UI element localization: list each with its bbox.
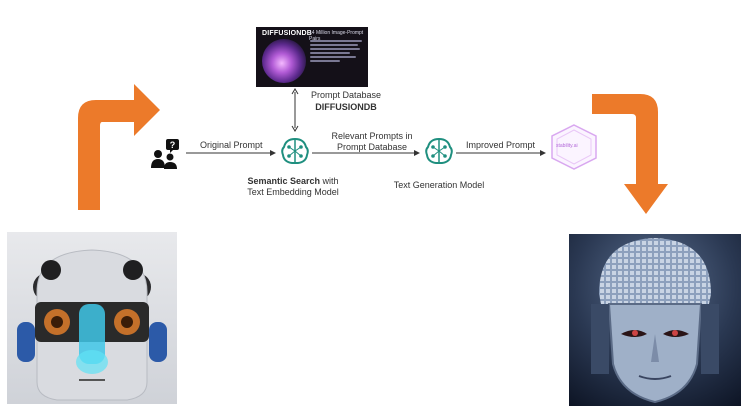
arrow-improved-prompt (456, 150, 546, 156)
relevant-prompts-label-line2: Prompt Database (336, 142, 408, 152)
robot-image-after (569, 234, 741, 406)
relevant-prompts-label-line1: Relevant Prompts in (331, 131, 413, 141)
arrow-relevant-prompts (312, 150, 420, 156)
semantic-search-label: Semantic Search with (238, 176, 348, 187)
stability-ai-label: stability.ai (556, 143, 578, 149)
diffusiondb-label: DIFFUSIONDB (315, 102, 377, 112)
user-question-icon: ? (151, 139, 179, 169)
semantic-search-neural-icon (281, 137, 309, 164)
arrow-original-prompt (186, 150, 276, 156)
diffusiondb-preview-card: DIFFUSIONDB 14 Million Image-Prompt Pair… (256, 27, 368, 87)
orange-down-turn-arrow (592, 94, 668, 214)
svg-text:?: ? (170, 140, 176, 150)
text-generation-model-label: Text Generation Model (393, 180, 485, 190)
prompt-database-label: Prompt Database (310, 90, 382, 100)
text-generation-neural-icon (425, 137, 453, 164)
robot-image-before (7, 232, 177, 404)
semantic-search-bold: Semantic Search (247, 176, 321, 186)
orange-up-turn-arrow (78, 84, 160, 210)
improved-prompt-label: Improved Prompt (466, 140, 536, 150)
text-embedding-model-label: Text Embedding Model (247, 187, 339, 197)
diffusiondb-tagline: 14 Million Image-Prompt Pairs (309, 30, 364, 42)
nebula-image (262, 39, 306, 83)
diffusiondb-description-lines (310, 40, 364, 64)
semantic-search-with: with (320, 176, 339, 186)
diffusiondb-brand: DIFFUSIONDB (262, 30, 313, 37)
original-prompt-label: Original Prompt (200, 140, 263, 150)
stability-ai-logo (551, 124, 597, 170)
db-bidirectional-arrow (291, 88, 299, 132)
